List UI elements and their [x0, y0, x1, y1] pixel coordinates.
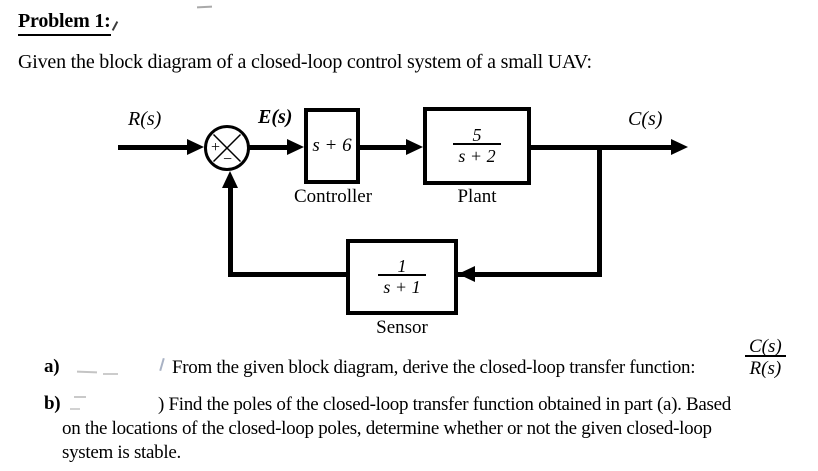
sensor-arrowhead	[458, 266, 475, 282]
cs-rs-fraction: C(s) R(s)	[744, 336, 787, 380]
plant-block: 5 s + 2	[423, 107, 531, 185]
fraction-numerator: C(s)	[749, 336, 782, 357]
sensor-transfer-function: 1 s + 1	[378, 256, 426, 297]
part-b-line-2: on the locations of the closed-loop pole…	[62, 418, 712, 439]
sensor-numerator: 1	[397, 256, 407, 277]
output-arrowhead	[671, 139, 688, 155]
intro-text: Given the block diagram of a closed-loop…	[18, 51, 592, 73]
part-a-text: From the given block diagram, derive the…	[172, 357, 696, 378]
sensor-caption: Sensor	[376, 317, 428, 338]
sensor-denominator: s + 1	[378, 274, 426, 297]
problem-title: Problem 1:	[18, 10, 111, 36]
stray-mark	[103, 373, 118, 375]
controller-transfer-function: s + 6	[312, 135, 352, 156]
output-signal-label: C(s)	[628, 108, 663, 130]
error-line	[248, 145, 293, 150]
plant-numerator: 5	[472, 125, 482, 146]
feedback-branch-line	[597, 145, 602, 277]
input-signal-label: R(s)	[128, 108, 162, 130]
plant-transfer-function: 5 s + 2	[453, 125, 501, 166]
minus-sign: −	[223, 151, 233, 168]
input-line	[118, 145, 196, 150]
sensor-block: 1 s + 1	[346, 239, 458, 315]
stray-mark	[76, 370, 98, 374]
plant-caption: Plant	[457, 186, 497, 207]
stray-mark	[159, 357, 165, 372]
fraction-denominator: R(s)	[744, 354, 787, 379]
plant-arrowhead	[406, 139, 423, 155]
output-line	[529, 145, 678, 150]
stray-mark	[74, 396, 86, 398]
transfer-function-fraction: C(s) R(s)	[744, 336, 787, 380]
stray-mark	[70, 408, 80, 410]
summing-junction: + −	[204, 125, 250, 171]
part-b-line-1: ) Find the poles of the closed-loop tran…	[158, 394, 731, 415]
stray-mark	[196, 5, 213, 9]
part-b-line-3: system is stable.	[62, 442, 181, 463]
part-a-marker: a)	[44, 356, 60, 377]
plus-sign: +	[211, 139, 221, 156]
plant-denominator: s + 2	[453, 143, 501, 166]
error-signal-label: E(s)	[258, 106, 293, 128]
part-b-marker: b)	[44, 393, 61, 414]
controller-caption: Controller	[293, 186, 373, 207]
junction-arrowhead	[222, 171, 238, 188]
stray-mark	[111, 21, 119, 31]
controller-plant-line	[358, 145, 413, 150]
controller-arrowhead	[287, 139, 304, 155]
controller-block: s + 6	[304, 108, 360, 184]
input-arrowhead	[187, 139, 204, 155]
feedback-up-line	[228, 186, 233, 277]
cross-lines	[212, 133, 242, 163]
